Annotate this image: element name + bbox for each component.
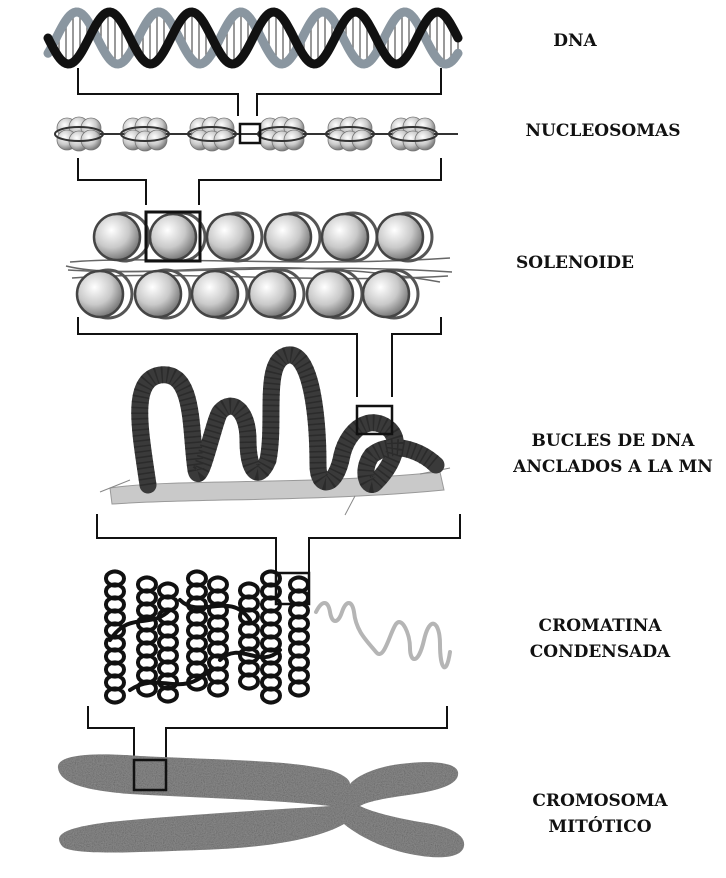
label-cromosoma-line1: CROMOSOMA xyxy=(515,788,685,814)
label-bucles-line2: ANCLADOS A LA MN xyxy=(500,454,726,480)
nucleosome xyxy=(55,117,103,151)
solenoid-nucleosome xyxy=(207,214,253,260)
solenoid-nucleosome xyxy=(94,214,140,260)
label-cromatina-line2: CONDENSADA xyxy=(515,639,685,665)
solenoid-nucleosome xyxy=(307,271,353,317)
mitotic-chromosome xyxy=(58,754,464,857)
nucleosome xyxy=(258,117,306,151)
label-nucleosomas-text: NUCLEOSOMAS xyxy=(508,118,698,144)
label-nucleosomas: NUCLEOSOMAS xyxy=(508,118,698,144)
dna-double-helix xyxy=(48,12,458,64)
bracket-cromatina xyxy=(88,706,447,760)
solenoid-nucleosome xyxy=(192,271,238,317)
solenoid-nucleosome xyxy=(322,214,368,260)
solenoid-nucleosome xyxy=(265,214,311,260)
label-bucles: BUCLES DE DNA ANCLADOS A LA MN xyxy=(500,428,726,480)
solenoid-nucleosome xyxy=(377,214,423,260)
label-cromatina-line1: CROMATINA xyxy=(515,613,685,639)
label-dna-text: DNA xyxy=(530,28,620,54)
label-dna: DNA xyxy=(530,28,620,54)
label-bucles-line1: BUCLES DE DNA xyxy=(500,428,726,454)
nucleosome xyxy=(188,117,236,151)
solenoid-nucleosome xyxy=(135,271,181,317)
bracket-solenoide xyxy=(78,317,441,397)
solenoid-nucleosome xyxy=(363,271,409,317)
solenoid-nucleosome xyxy=(150,214,196,260)
bracket-nucleosomas xyxy=(78,158,441,205)
label-cromatina: CROMATINA CONDENSADA xyxy=(515,613,685,665)
nucleosome xyxy=(121,117,169,151)
label-cromosoma: CROMOSOMA MITÓTICO xyxy=(515,788,685,840)
label-cromosoma-line2: MITÓTICO xyxy=(515,814,685,840)
bracket-bucles xyxy=(97,514,460,573)
solenoid-nucleosome xyxy=(77,271,123,317)
label-solenoide-text: SOLENOIDE xyxy=(490,250,660,276)
condensed-chromatin xyxy=(106,572,450,703)
solenoid-fiber xyxy=(66,213,452,318)
bracket-dna xyxy=(78,68,441,116)
nucleosome-chain xyxy=(55,117,458,151)
nucleosome xyxy=(326,117,374,151)
nuclear-matrix xyxy=(110,472,444,504)
dna-loops-on-matrix xyxy=(100,355,450,515)
label-solenoide: SOLENOIDE xyxy=(490,250,660,276)
nucleosome xyxy=(389,117,437,151)
solenoid-nucleosome xyxy=(249,271,295,317)
